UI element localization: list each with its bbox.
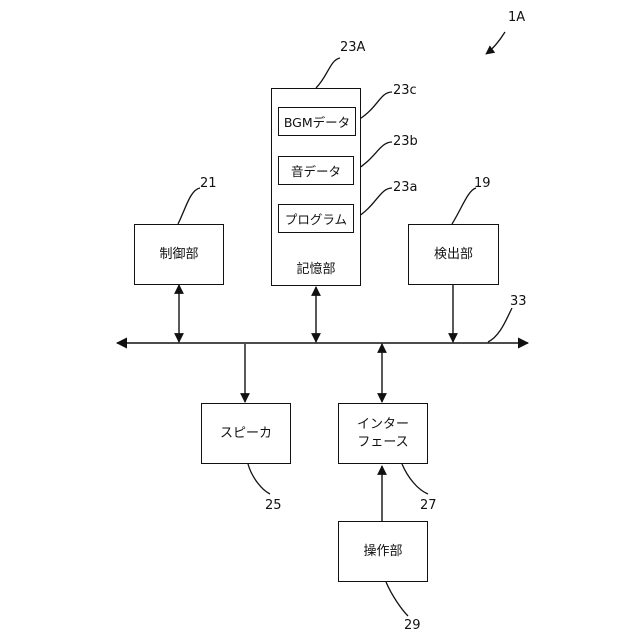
storage-ref: 23A — [340, 40, 365, 55]
bus-ref: 33 — [510, 294, 527, 309]
speaker-label: スピーカ — [220, 425, 272, 443]
sound-data-ref: 23b — [393, 134, 418, 149]
figure-ref: 1A — [508, 10, 525, 25]
detector-ref: 19 — [474, 176, 491, 191]
interface-label-line1: インター — [357, 416, 409, 434]
program-label: プログラム — [285, 209, 347, 228]
storage-label: 記憶部 — [271, 258, 361, 277]
operation-label: 操作部 — [363, 543, 402, 561]
detector-block: 検出部 — [408, 224, 499, 285]
detector-label: 検出部 — [434, 246, 473, 264]
leader-33 — [488, 308, 512, 342]
operation-block: 操作部 — [338, 521, 428, 582]
bgm-data-ref: 23c — [393, 83, 417, 98]
leader-27 — [402, 464, 428, 494]
sound-data-label: 音データ — [291, 161, 341, 180]
operation-ref: 29 — [404, 618, 421, 633]
leader-23a — [356, 188, 392, 218]
speaker-block: スピーカ — [201, 403, 291, 464]
interface-label-line2: フェース — [357, 434, 408, 452]
control-block: 制御部 — [134, 224, 224, 285]
interface-ref: 27 — [420, 498, 437, 513]
leader-23c — [358, 92, 392, 120]
program-block: プログラム — [278, 204, 354, 233]
leader-25 — [248, 464, 270, 494]
control-ref: 21 — [200, 176, 217, 191]
control-label: 制御部 — [159, 246, 198, 264]
speaker-ref: 25 — [265, 498, 282, 513]
leader-23A — [316, 58, 340, 88]
bgm-data-label: BGMデータ — [284, 112, 350, 131]
leader-1A — [486, 32, 505, 54]
leader-21 — [178, 188, 200, 224]
bgm-data-block: BGMデータ — [278, 107, 356, 136]
leader-19 — [452, 188, 476, 224]
interface-block: インター フェース — [338, 403, 428, 464]
sound-data-block: 音データ — [278, 156, 354, 185]
program-ref: 23a — [393, 180, 418, 195]
leader-29 — [386, 582, 408, 616]
leader-23b — [356, 142, 392, 170]
